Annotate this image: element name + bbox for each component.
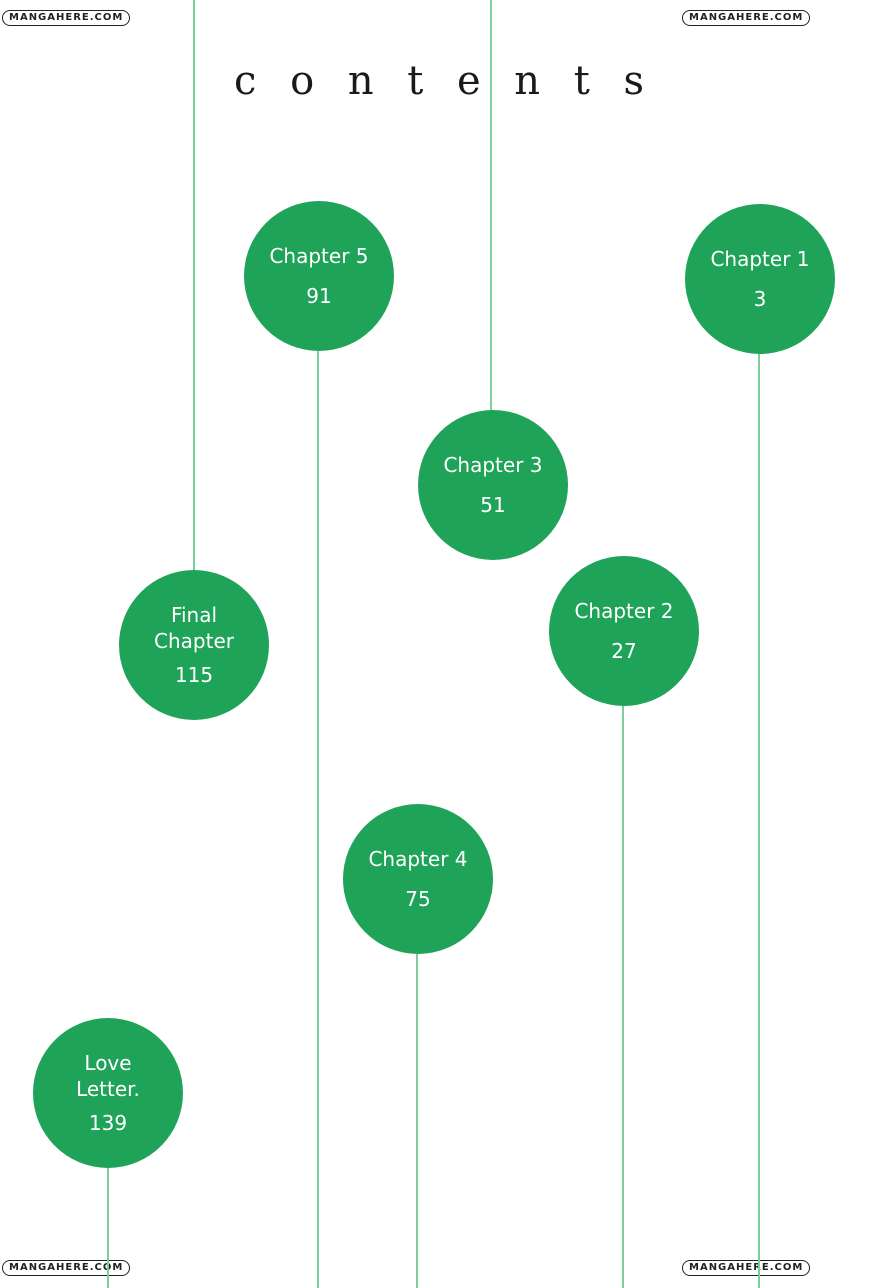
stem-love-letter: [107, 1168, 109, 1288]
toc-entry-page: 51: [480, 493, 506, 517]
stem-final-chapter: [193, 0, 195, 572]
watermark-bottom-right: MANGAHERE.COM: [682, 1260, 811, 1276]
title-letter: n: [514, 58, 541, 104]
title-letter: o: [290, 58, 315, 104]
title-letter: n: [347, 58, 374, 104]
toc-entry-love-letter[interactable]: Love Letter. 139: [33, 1018, 183, 1168]
toc-entry-page: 91: [306, 284, 332, 308]
watermark-top-right: MANGAHERE.COM: [682, 10, 811, 26]
stem-chapter-4: [416, 954, 418, 1288]
toc-entry-chapter-1[interactable]: Chapter 1 3: [685, 204, 835, 354]
title-letter: s: [623, 58, 644, 104]
toc-entry-label: Chapter 3: [443, 453, 543, 477]
stem-chapter-5: [317, 350, 319, 1288]
toc-entry-page: 27: [611, 639, 637, 663]
toc-entry-chapter-4[interactable]: Chapter 4 75: [343, 804, 493, 954]
stem-chapter-2: [622, 706, 624, 1288]
toc-entry-label: Chapter 4: [368, 847, 468, 871]
toc-entry-final-chapter[interactable]: Final Chapter 115: [119, 570, 269, 720]
toc-entry-label: Love Letter.: [76, 1051, 140, 1101]
watermark-bottom-left: MANGAHERE.COM: [2, 1260, 131, 1276]
toc-entry-page: 3: [753, 287, 767, 311]
toc-entry-page: 139: [88, 1111, 128, 1135]
toc-entry-chapter-2[interactable]: Chapter 2 27: [549, 556, 699, 706]
title-letter: t: [407, 58, 424, 104]
title-letter: t: [573, 58, 590, 104]
toc-entry-chapter-5[interactable]: Chapter 5 91: [244, 201, 394, 351]
title-letter: e: [456, 58, 481, 104]
toc-entry-label: Chapter 2: [574, 599, 674, 623]
watermark-top-left: MANGAHERE.COM: [2, 10, 131, 26]
stem-chapter-1: [758, 354, 760, 1288]
toc-entry-label: Chapter 5: [269, 244, 369, 268]
toc-entry-page: 75: [405, 887, 431, 911]
toc-entry-chapter-3[interactable]: Chapter 3 51: [418, 410, 568, 560]
stem-chapter-3: [490, 0, 492, 412]
toc-entry-label: Chapter 1: [710, 247, 810, 271]
toc-entry-page: 115: [174, 663, 214, 687]
toc-entry-label: Final Chapter: [154, 603, 234, 653]
title-letter: c: [234, 58, 257, 104]
